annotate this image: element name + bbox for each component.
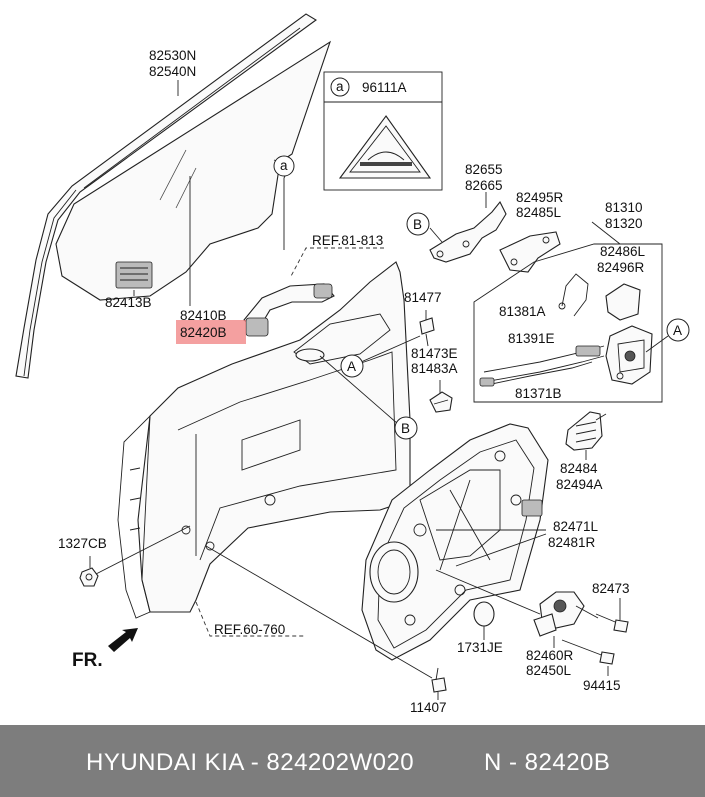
label-front: FR. xyxy=(72,650,103,671)
label-screw-b: 94415 xyxy=(583,678,621,693)
footer-brand-part-number: HYUNDAI KIA - 824202W020 xyxy=(86,749,415,776)
label-motor-b: 82450L xyxy=(526,663,572,678)
door-glass xyxy=(55,40,332,301)
leader-regulator-b xyxy=(455,533,547,567)
label-cable-b: 81391E xyxy=(508,331,555,346)
leader-latch-a xyxy=(645,335,669,353)
label-callout-a-box: 96111A xyxy=(362,80,407,95)
window-motor xyxy=(533,591,599,637)
nut-1327cb xyxy=(79,567,99,587)
callout-a-box xyxy=(323,71,443,191)
label-circle-b-upper: B xyxy=(413,217,422,232)
highlight-handle-b xyxy=(176,320,246,344)
circle-a-door xyxy=(340,354,364,378)
label-bracket-b: 82665 xyxy=(465,178,503,193)
screw-82473 xyxy=(595,613,629,633)
label-motor-a: 82460R xyxy=(526,648,574,663)
glass-run-channel xyxy=(15,13,317,379)
leader-bolt-door xyxy=(205,545,433,679)
label-bolt-bottom: 11407 xyxy=(410,700,447,715)
bolt-11407 xyxy=(431,667,447,693)
label-handle-a: 82410B xyxy=(180,308,227,323)
label-check-b: 82494A xyxy=(556,477,603,492)
label-striker-a: 81473E xyxy=(411,346,458,361)
leader-circle-a-door xyxy=(351,335,421,367)
outside-handle xyxy=(243,283,335,337)
label-circle-a-latch: A xyxy=(673,323,682,338)
ref-handle-leader xyxy=(289,247,384,279)
label-glass-b: 82540N xyxy=(149,64,196,79)
front-arrow-icon xyxy=(108,628,138,652)
label-regulator-b: 82481R xyxy=(548,535,596,550)
cables-81391e xyxy=(479,345,605,387)
label-check-a: 82484 xyxy=(560,461,598,476)
label-bracket-a: 82655 xyxy=(465,162,503,177)
plug-1731je xyxy=(473,601,495,627)
latch-group-box xyxy=(473,221,663,403)
leader-nut-door xyxy=(95,525,191,575)
circle-b-upper xyxy=(406,212,430,236)
label-ref-door: REF.60-760 xyxy=(214,622,285,637)
door-inner-frame xyxy=(117,414,151,619)
label-screw-a: 82473 xyxy=(592,581,630,596)
label-striker-b: 81483A xyxy=(411,361,458,376)
door-check xyxy=(565,411,607,451)
circle-a-glass xyxy=(273,155,295,177)
label-circle-a-glass: a xyxy=(280,158,288,173)
label-cable-a: 81381A xyxy=(499,304,546,319)
cable-81381a xyxy=(558,273,589,317)
bolt-81477 xyxy=(419,317,435,347)
upper-bracket xyxy=(429,200,507,263)
label-circle-b-door: B xyxy=(401,421,410,436)
circle-a-latch xyxy=(666,318,690,342)
footer-reference-number: N - 82420B xyxy=(484,749,611,776)
striker-81473e xyxy=(429,391,453,413)
label-handle-b: 82420B xyxy=(180,325,227,340)
ref-door-leader xyxy=(195,601,306,637)
label-bolt-top: 81477 xyxy=(404,290,442,305)
parts-diagram: 82530N 82540N 96111A a a 82413B 82410B 8… xyxy=(15,13,690,715)
glass-molding-clip xyxy=(115,261,153,289)
label-latch-d: 82496R xyxy=(597,260,645,275)
label-ref-handle: REF.81-813 xyxy=(312,233,383,248)
label-bracket-c: 82495R xyxy=(516,190,564,205)
circle-b-door xyxy=(394,416,418,440)
label-circle-a-door: A xyxy=(347,359,356,374)
label-plug: 1731JE xyxy=(457,640,503,655)
leader-motor xyxy=(435,569,541,615)
label-cable-c: 81371B xyxy=(515,386,562,401)
label-bracket-d: 82485L xyxy=(516,205,562,220)
label-circle-a-box: a xyxy=(336,79,344,94)
leader-bracket-b xyxy=(429,227,443,243)
label-latch-b: 81320 xyxy=(605,216,643,231)
label-nut: 1327CB xyxy=(58,536,107,551)
label-latch-c: 82486L xyxy=(600,244,646,259)
label-regulator-a: 82471L xyxy=(553,519,599,534)
footer-bar: HYUNDAI KIA - 824202W020 N - 82420B xyxy=(0,725,705,797)
latch-cover xyxy=(605,283,641,321)
label-latch-a: 81310 xyxy=(605,200,643,215)
leader-circle-b-door xyxy=(319,355,399,425)
label-glass-a: 82530N xyxy=(149,48,196,63)
label-molding: 82413B xyxy=(105,295,152,310)
door-module-panel xyxy=(361,423,549,661)
screw-94415 xyxy=(561,639,615,665)
latch-assembly xyxy=(605,325,653,385)
link-bracket xyxy=(499,231,561,273)
